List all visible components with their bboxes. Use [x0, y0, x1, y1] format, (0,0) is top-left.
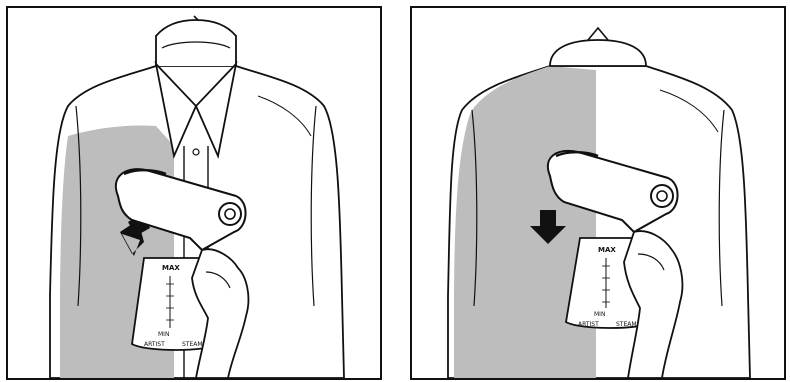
brand-label: ARTIST	[144, 341, 165, 348]
shirt-button	[193, 149, 199, 155]
tank-max-label: MAX	[162, 264, 180, 272]
brand-label: ARTIST	[578, 321, 599, 328]
power-button	[219, 203, 241, 225]
illustration-panel-back: MAX MIN ARTIST STEAM	[410, 6, 786, 380]
back-illustration: MAX MIN ARTIST STEAM	[410, 6, 786, 380]
tank-min-label: MIN	[594, 311, 605, 318]
brand-label-2: STEAM	[616, 321, 637, 328]
brand-label-2: STEAM	[182, 341, 203, 348]
tank-max-label: MAX	[598, 246, 616, 254]
front-illustration: MAX MIN ARTIST STEAM	[6, 6, 382, 380]
illustration-panel-front: MAX MIN ARTIST STEAM	[6, 6, 382, 380]
collar-band	[156, 20, 236, 66]
tank-min-label: MIN	[158, 331, 169, 338]
steamed-area-shading	[454, 66, 596, 378]
power-button	[651, 185, 673, 207]
